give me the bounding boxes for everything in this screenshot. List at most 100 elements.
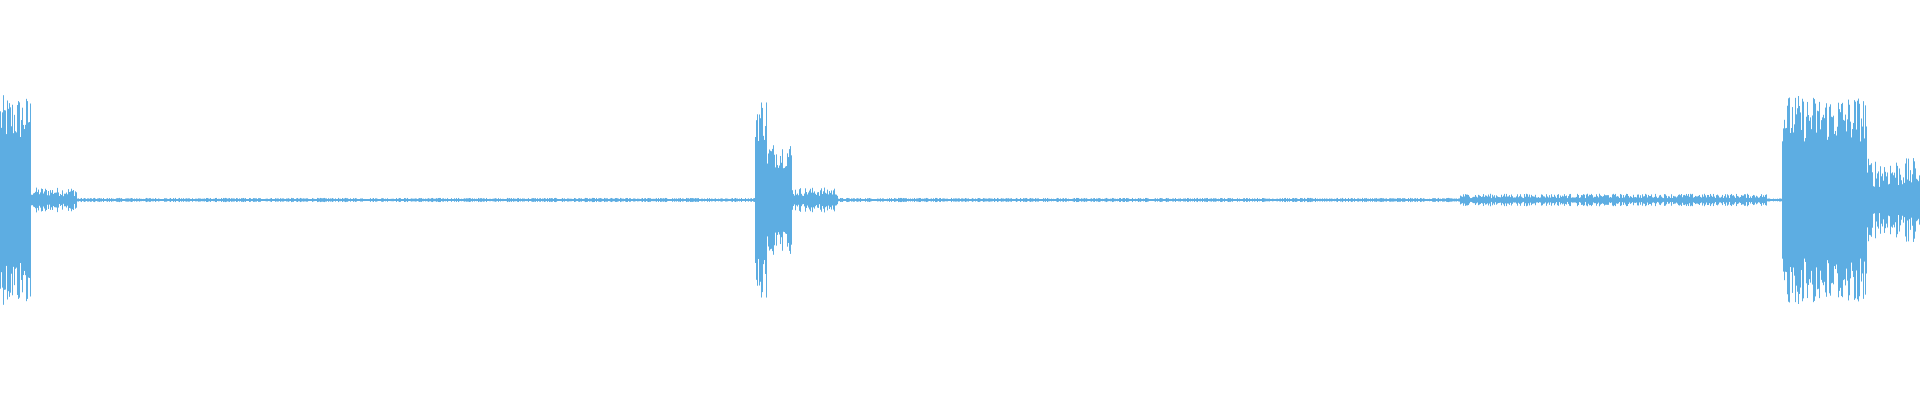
waveform-sample <box>163 199 164 201</box>
waveform-sample <box>451 198 452 202</box>
waveform-sample <box>519 198 520 202</box>
waveform-sample <box>630 198 631 202</box>
waveform-sample <box>1321 198 1322 202</box>
waveform-sample <box>297 198 298 202</box>
waveform-sample <box>1030 198 1031 202</box>
waveform-sample <box>407 197 408 203</box>
waveform-sample <box>1332 198 1333 202</box>
waveform-sample <box>230 198 231 202</box>
waveform-sample <box>366 199 367 201</box>
waveform-sample <box>1074 197 1075 203</box>
waveform-sample <box>1129 198 1130 202</box>
waveform-sample <box>751 198 752 202</box>
waveform-sample <box>1692 193 1693 207</box>
waveform-sample <box>1751 197 1752 203</box>
waveform-sample <box>998 198 999 202</box>
waveform-sample <box>360 198 361 202</box>
waveform-sample <box>36 187 37 213</box>
waveform-sample <box>1172 198 1173 202</box>
waveform-sample <box>1556 197 1557 203</box>
waveform-sample <box>483 198 484 202</box>
waveform-sample <box>530 199 531 201</box>
waveform-sample <box>1640 195 1641 205</box>
waveform-sample <box>1586 194 1587 206</box>
waveform-sample <box>60 193 61 207</box>
waveform-sample <box>355 198 356 202</box>
waveform-sample <box>1128 198 1129 202</box>
waveform-sample <box>1306 198 1307 202</box>
waveform-sample <box>194 199 195 201</box>
waveform-sample <box>1852 129 1853 271</box>
waveform-sample <box>1153 199 1154 201</box>
waveform-sample <box>1703 196 1704 204</box>
waveform-sample <box>1727 194 1728 206</box>
waveform-sample <box>454 198 455 202</box>
waveform-sample <box>212 199 213 201</box>
waveform-sample <box>27 101 28 299</box>
waveform-sample <box>1280 198 1281 202</box>
waveform-sample <box>1851 137 1852 263</box>
waveform-sample <box>1212 198 1213 202</box>
waveform-sample <box>1200 198 1201 202</box>
waveform-sample <box>1357 198 1358 202</box>
waveform-sample <box>1909 180 1910 220</box>
waveform-sample <box>881 198 882 202</box>
waveform-sample <box>61 195 62 205</box>
waveform-sample <box>120 198 121 202</box>
waveform-sample <box>1277 198 1278 202</box>
waveform-sample <box>861 198 862 202</box>
waveform-sample <box>147 198 148 202</box>
waveform-sample <box>1262 197 1263 203</box>
waveform-sample <box>1821 120 1822 280</box>
waveform-sample <box>1273 198 1274 202</box>
waveform-sample <box>1773 198 1774 202</box>
waveform-sample <box>1032 198 1033 202</box>
waveform-sample <box>969 199 970 201</box>
waveform-sample <box>1849 104 1850 296</box>
waveform-sample <box>153 198 154 202</box>
waveform-sample <box>757 114 758 286</box>
waveform-sample <box>750 198 751 202</box>
waveform-sample <box>678 198 679 202</box>
waveform-sample <box>1424 198 1425 202</box>
waveform-sample <box>1445 198 1446 202</box>
waveform-sample <box>1456 198 1457 202</box>
waveform-sample <box>951 197 952 203</box>
waveform-sample <box>195 198 196 202</box>
waveform-sample <box>1101 199 1102 201</box>
waveform-sample <box>1093 198 1094 202</box>
waveform-sample <box>283 198 284 202</box>
waveform-sample <box>1006 198 1007 202</box>
waveform-sample <box>1169 198 1170 202</box>
waveform-sample <box>1811 129 1812 271</box>
waveform-sample <box>363 199 364 201</box>
waveform-sample <box>298 198 299 202</box>
waveform-sample <box>1652 197 1653 203</box>
waveform-sample <box>673 198 674 202</box>
waveform-sample <box>1536 197 1537 203</box>
waveform-sample <box>546 199 547 201</box>
waveform-sample <box>834 188 835 212</box>
waveform-sample <box>944 198 945 202</box>
waveform-sample <box>269 198 270 202</box>
waveform-sample <box>1667 198 1668 202</box>
waveform-sample <box>197 198 198 202</box>
waveform-sample <box>1683 195 1684 205</box>
waveform-sample <box>44 191 45 209</box>
waveform-sample <box>1711 195 1712 205</box>
waveform-sample <box>1396 198 1397 202</box>
waveform-sample <box>1231 198 1232 202</box>
waveform-sample <box>59 196 60 204</box>
waveform-sample <box>206 197 207 203</box>
waveform-sample <box>590 198 591 202</box>
waveform-sample <box>1870 164 1871 236</box>
waveform-sample <box>719 198 720 202</box>
waveform-sample <box>441 199 442 201</box>
waveform-sample <box>1883 180 1884 220</box>
waveform-sample <box>1535 194 1536 206</box>
waveform-sample <box>1906 158 1907 242</box>
waveform-sample <box>774 154 775 246</box>
waveform-sample <box>877 198 878 202</box>
waveform-sample <box>1618 196 1619 204</box>
